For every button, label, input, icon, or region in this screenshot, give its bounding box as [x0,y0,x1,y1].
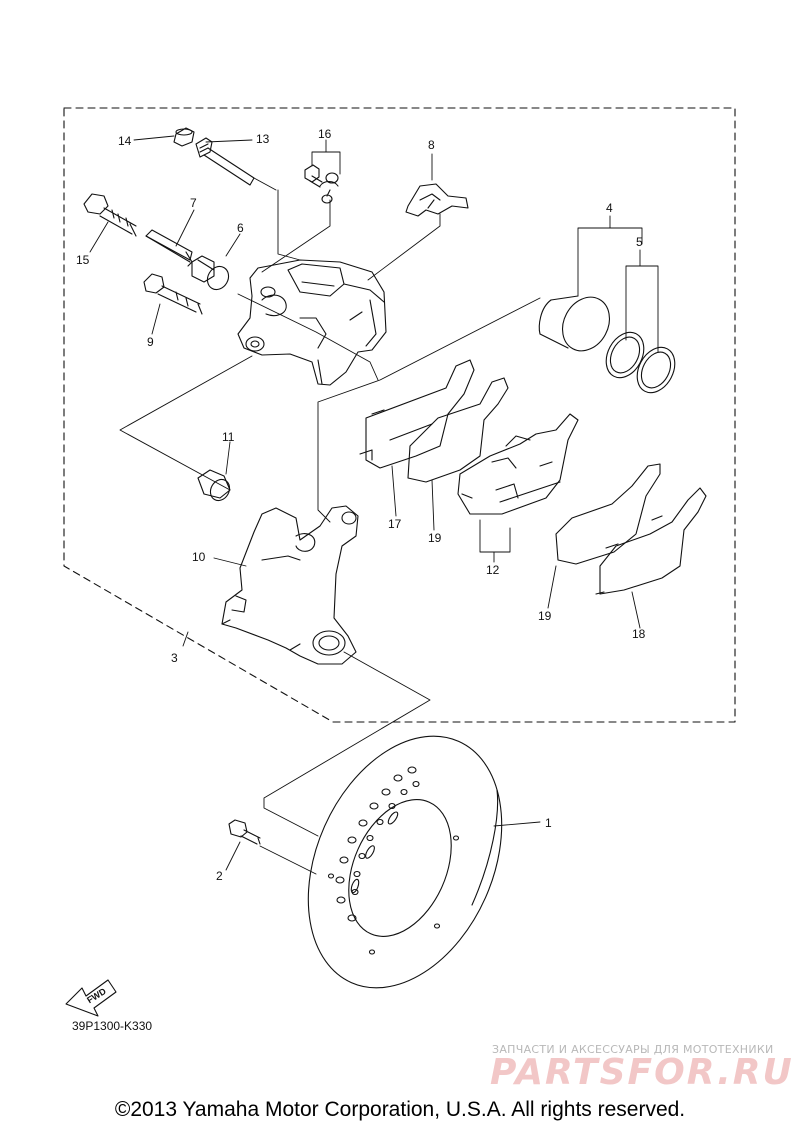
callout-4: 4 [606,201,613,215]
callout-11: 11 [222,430,235,444]
callout-17: 17 [388,517,402,531]
callout-1: 1 [545,816,552,830]
callout-16: 16 [318,127,332,141]
callout-3: 3 [171,651,178,665]
callout-19-lower: 19 [538,609,552,623]
fwd-arrow-icon [65,979,117,1017]
brake-disc [307,735,503,989]
callout-14: 14 [118,134,132,148]
watermark-logo: PARTSFOR.RU [490,1052,794,1093]
slide-pin [145,229,193,267]
callout-10: 10 [192,550,206,564]
brake-pad-19-upper [407,377,509,483]
callout-13: 13 [256,132,270,146]
callout-18: 18 [632,627,646,641]
clip [173,127,195,147]
callout-2: 2 [216,869,223,883]
caliper-assembly-boundary [63,107,736,723]
boot [191,255,230,291]
caliper-body [237,259,387,386]
pad-pin [195,137,255,186]
callout-19-upper: 19 [428,531,442,545]
callout-8: 8 [428,138,435,152]
caliper-bolt [83,193,137,237]
callout-12: 12 [486,563,500,577]
pad-shim-17 [359,359,475,469]
callout-7: 7 [190,196,197,210]
callout-9: 9 [147,335,154,349]
callout-6: 6 [237,221,244,235]
diagram-code: 39P1300-K330 [72,1019,152,1033]
callout-15: 15 [76,253,90,267]
disc-bolt [228,819,261,845]
piston-seals [605,331,676,394]
bleed-screw [304,164,339,204]
pad-spring [405,183,469,217]
mounting-bolt [143,273,203,315]
pad-shim-18 [595,487,707,595]
caliper-bracket [221,505,359,665]
brake-pad-set [457,413,579,515]
callout-5: 5 [636,235,643,249]
watermark-tagline: ЗАПЧАСТИ И АКСЕССУАРЫ ДЛЯ МОТОТЕХНИКИ [492,1043,774,1056]
brake-pad-19-lower [555,463,661,565]
piston [538,295,611,352]
copyright-notice: ©2013 Yamaha Motor Corporation, U.S.A. A… [114,1098,686,1121]
